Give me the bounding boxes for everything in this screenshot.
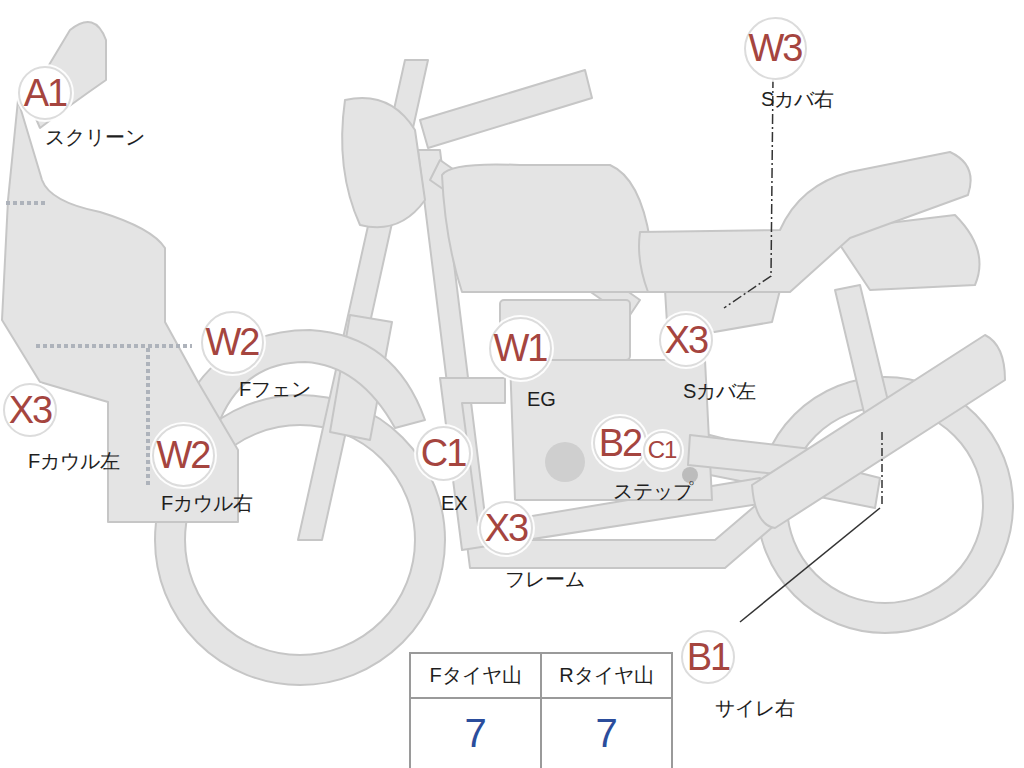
fuel-tank <box>442 164 650 292</box>
leader-line <box>724 78 773 308</box>
callout-number: W3 <box>749 29 802 67</box>
callout-number: X3 <box>9 391 51 429</box>
table-rule <box>540 653 542 768</box>
callout-number: X3 <box>665 321 707 359</box>
callout-circle: W2Fフェン <box>201 311 264 374</box>
callout-circle: W3Sカバ右 <box>744 17 807 80</box>
callout-circle: C1EX <box>416 426 471 481</box>
table-header: Fタイヤ山 <box>411 654 540 697</box>
table-frame <box>410 653 672 768</box>
part-name: ステップ <box>612 480 694 502</box>
callout-number: C1 <box>648 438 677 462</box>
part-name: Fカウル左 <box>27 450 121 472</box>
part-name: EX <box>440 492 469 514</box>
part-name: EG <box>526 388 557 410</box>
callout-circle: B1サイレ右 <box>681 630 735 684</box>
callout-number: X3 <box>485 509 527 547</box>
callout-number: C1 <box>421 434 466 472</box>
callout-circle: C1 <box>643 431 682 470</box>
part-name: フレーム <box>504 568 586 590</box>
headlight <box>342 98 425 227</box>
table-value: 7 <box>411 699 540 767</box>
callout-circle: X3Fカウル左 <box>3 383 57 437</box>
callout-number: W2 <box>206 323 259 361</box>
part-name: Fフェン <box>238 378 312 400</box>
callout-number: W1 <box>494 329 547 367</box>
part-name: スクリーン <box>44 126 146 148</box>
table-value: 7 <box>542 699 671 767</box>
engine-cover <box>545 442 585 482</box>
leader-line <box>881 432 883 505</box>
callout-circle: X3フレーム <box>479 501 533 555</box>
handlebar <box>420 70 592 148</box>
callout-circle: W1EG <box>489 317 552 380</box>
front-cowl <box>2 100 238 522</box>
muffler <box>752 335 1005 528</box>
callout-circle: B2ステップ <box>593 416 647 470</box>
engine-block <box>510 360 712 500</box>
callout-number: A1 <box>24 74 66 112</box>
callout-number: B2 <box>599 424 641 462</box>
callout-circle: W2Fカウル右 <box>152 424 215 487</box>
callout-circle: X3Sカバ左 <box>659 313 713 367</box>
panel-line <box>36 344 192 348</box>
panel-line <box>146 348 150 488</box>
part-name: Sカバ右 <box>760 88 835 110</box>
part-name: Fカウル右 <box>160 492 254 514</box>
callout-number: W2 <box>157 436 210 474</box>
leader-line <box>740 508 880 622</box>
table-header: Rタイヤ山 <box>542 654 671 697</box>
callout-number: B1 <box>687 638 729 676</box>
callout-circle: A1スクリーン <box>18 66 72 120</box>
front-fork <box>298 60 428 540</box>
part-name: Sカバ左 <box>682 380 757 402</box>
seat <box>639 152 971 292</box>
part-name: サイレ右 <box>714 697 796 719</box>
panel-line <box>6 201 46 205</box>
